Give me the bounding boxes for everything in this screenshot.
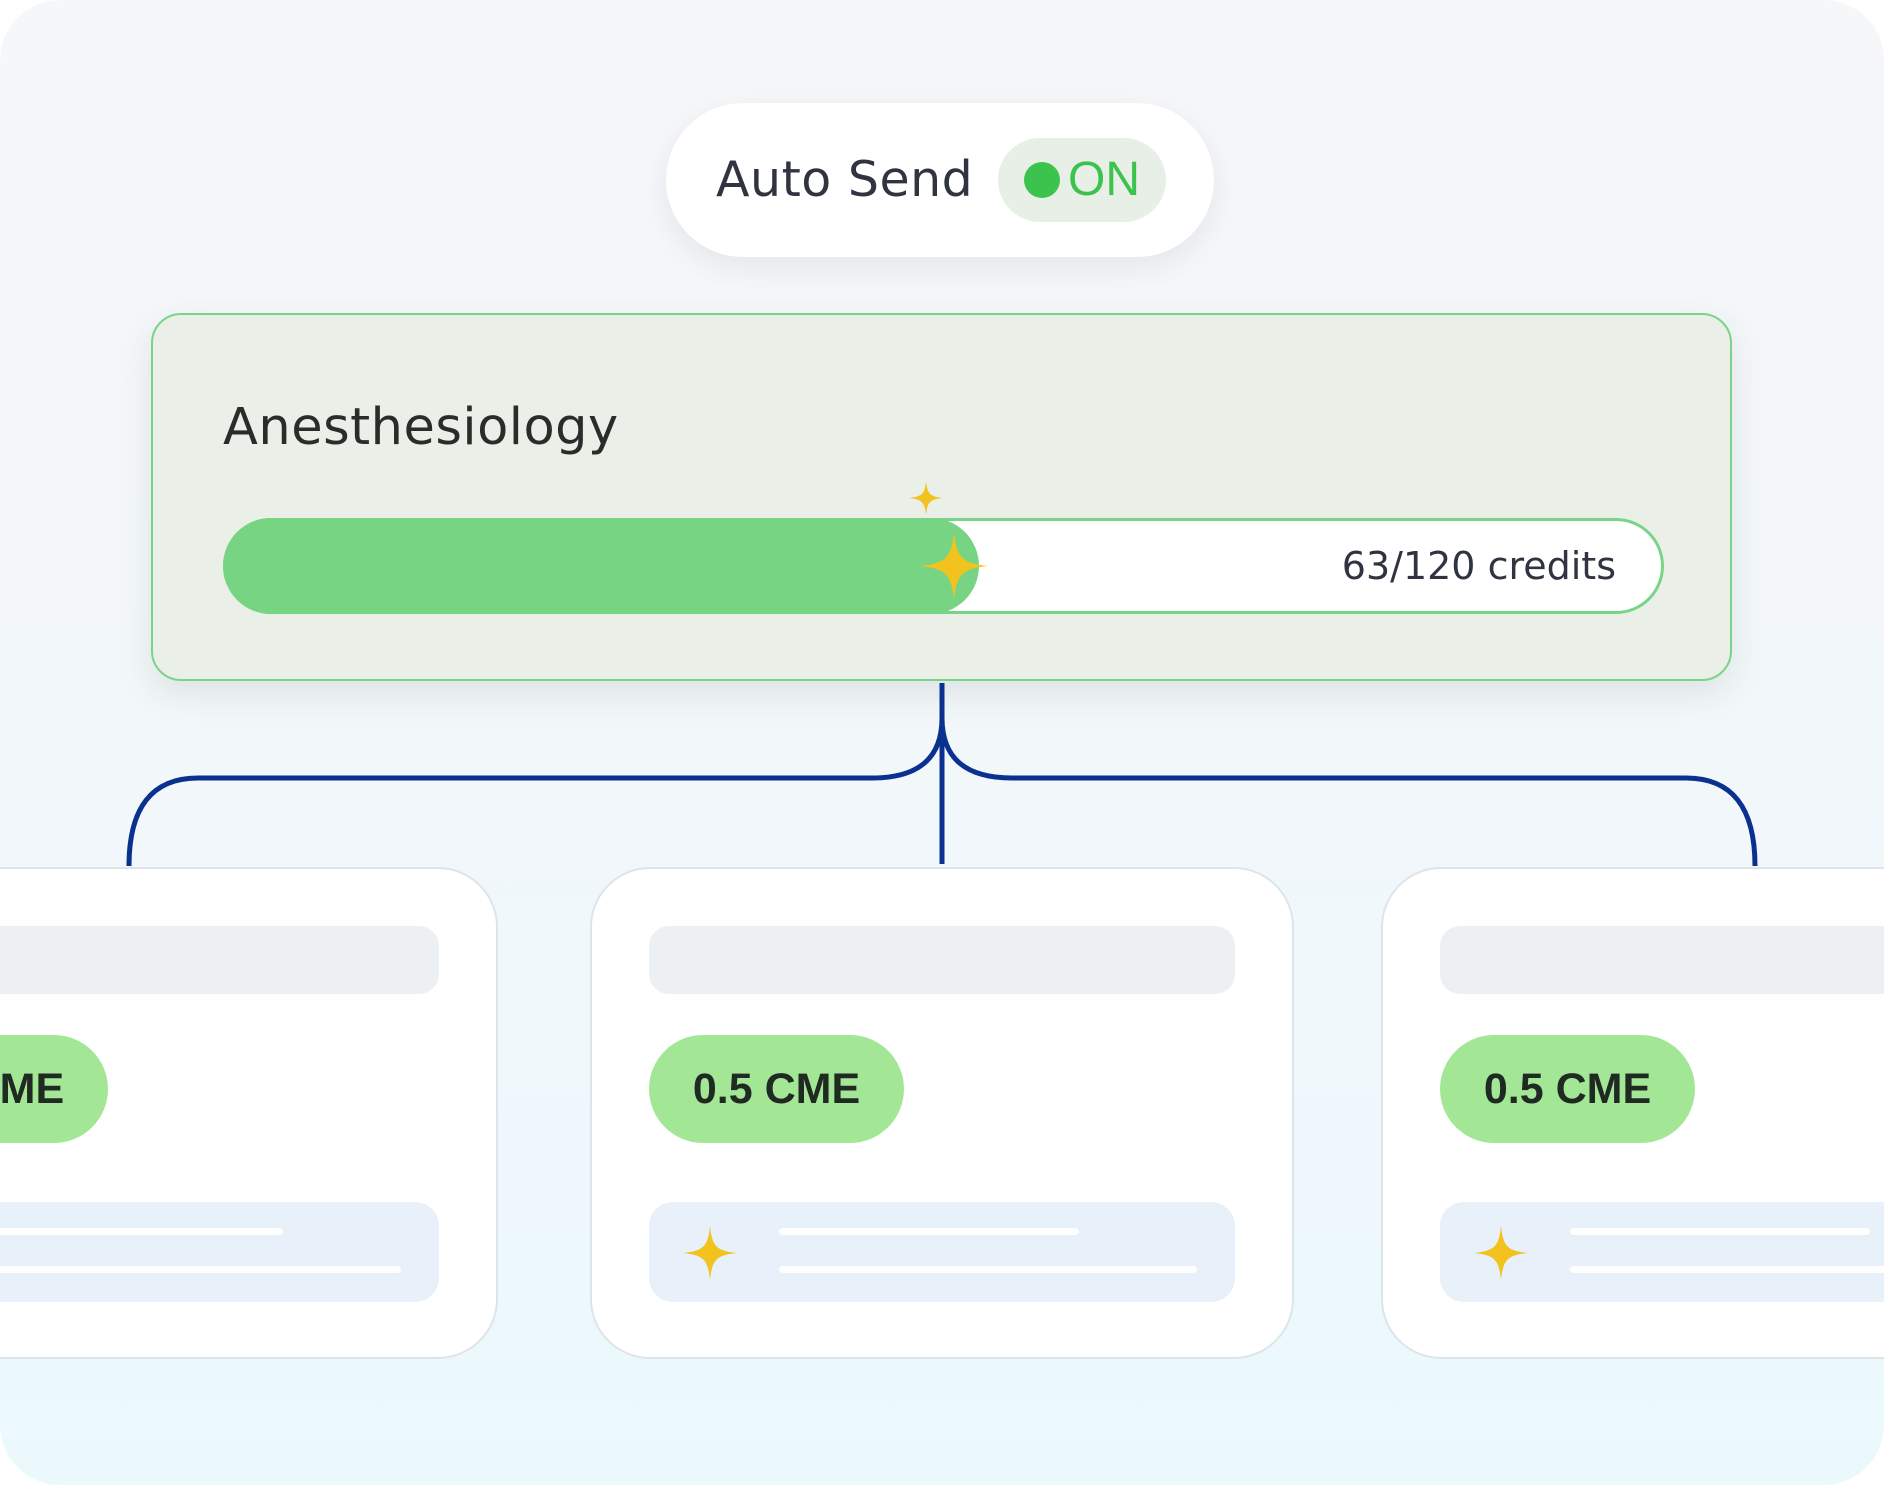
ai-summary-box [0, 1202, 439, 1302]
summary-line-placeholder [0, 1228, 283, 1235]
course-card[interactable]: 0.5 CME [0, 867, 498, 1359]
course-card[interactable]: 0.5 CME [590, 867, 1294, 1359]
sparkle-icon [909, 481, 943, 515]
auto-send-status-text: ON [1068, 153, 1140, 206]
course-title-placeholder [1440, 926, 1884, 994]
connector-left [126, 683, 945, 867]
specialty-title: Anesthesiology [223, 398, 619, 457]
summary-line-placeholder [1570, 1266, 1884, 1273]
specialty-card[interactable]: Anesthesiology 63/120 credits [151, 313, 1732, 681]
course-card[interactable]: 0.5 CME [1381, 867, 1884, 1359]
summary-line-placeholder [779, 1228, 1079, 1235]
auto-send-status-badge[interactable]: ON [998, 138, 1166, 222]
course-title-placeholder [0, 926, 439, 994]
auto-send-toggle[interactable]: Auto Send ON [666, 103, 1214, 257]
course-title-placeholder [649, 926, 1235, 994]
summary-line-placeholder [0, 1266, 401, 1273]
summary-line-placeholder [779, 1266, 1197, 1273]
credits-progress-text: 63/120 credits [1341, 544, 1616, 588]
summary-line-placeholder [1570, 1228, 1870, 1235]
sparkle-icon [920, 532, 988, 600]
credits-progress-fill [223, 518, 979, 614]
cme-badge: 0.5 CME [0, 1035, 108, 1143]
ai-summary-box [649, 1202, 1235, 1302]
cme-badge: 0.5 CME [649, 1035, 904, 1143]
credits-progress-bar: 63/120 credits [223, 518, 1664, 614]
sparkle-icon [683, 1226, 737, 1280]
sparkle-icon [1474, 1226, 1528, 1280]
connector-right [939, 717, 1758, 867]
cme-badge: 0.5 CME [1440, 1035, 1695, 1143]
auto-send-label: Auto Send [716, 151, 974, 208]
ai-summary-box [1440, 1202, 1884, 1302]
status-dot-icon [1024, 162, 1060, 198]
